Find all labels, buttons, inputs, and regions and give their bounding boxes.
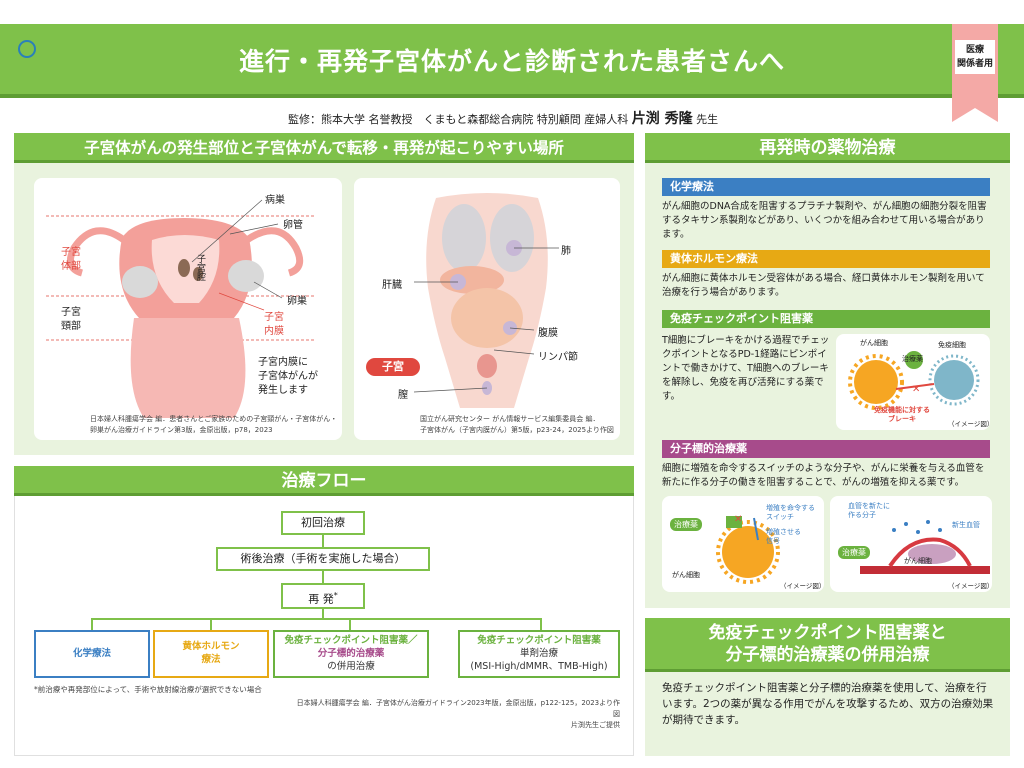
- supervisor-line: 監修：熊本大学 名誉教授 くまもと森都総合病院 特別顧問 産婦人科 片渕 秀隆 …: [0, 108, 1024, 128]
- label-ovary-disease: 病巣: [265, 195, 285, 206]
- body-illustration: [413, 193, 559, 408]
- sites-section-title: 子宮体がんの発生部位と子宮体がんで転移・再発が起こりやすい場所: [14, 133, 634, 163]
- drug-text-chemo: がん細胞のDNA合成を阻害するプラチナ製剤や、がん細胞の細胞分裂を阻害するタキサ…: [662, 201, 987, 240]
- drug-heading-ici: 免疫チェックポイント阻害薬: [662, 310, 990, 328]
- page-title: 進行・再発子宮体がんと診断された患者さんへ: [238, 47, 785, 76]
- label-lung: 肺: [561, 246, 571, 257]
- mt2-molecule-label: 血管を新たに 作る分子: [848, 502, 890, 519]
- flow-option-combo: 免疫チェックポイント阻害薬／ 分子標的治療薬 の併用治療: [273, 630, 429, 678]
- drugs-section-title: 再発時の薬物治療: [645, 133, 1010, 163]
- label-cervix: 子宮 頸部: [61, 307, 81, 332]
- label-uterine-body: 子宮 体部: [61, 247, 81, 272]
- mt-switch-illustration: ✕: [716, 514, 780, 584]
- flow-option-chemo: 化学療法: [34, 630, 150, 678]
- drug-heading-mt: 分子標的治療薬: [662, 440, 990, 458]
- drug-heading-progestin: 黄体ホルモン療法: [662, 250, 990, 268]
- combo-section-title: 免疫チェックポイント阻害薬と 分子標的治療薬の併用治療: [645, 618, 1010, 672]
- body-citation: 国立がん研究センター がん情報サービス編集委員会 編． 子宮体がん（子宮内膜がん…: [420, 415, 614, 434]
- flow-postop-treatment: 術後治療（手術を実施した場合）: [216, 547, 430, 571]
- ribbon-line1: 医療: [965, 45, 984, 55]
- body-card: 肺 肝臓 腹膜 リンパ節 子宮 膣 国立がん研究センター がん情報サービス編集委…: [354, 178, 620, 440]
- supervisor-prefix: 監修：熊本大学 名誉教授 くまもと森都総合病院 特別顧問 産婦人科: [288, 113, 629, 126]
- label-liver: 肝臓: [382, 280, 402, 291]
- flow-footnote: *前治療や再発部位によって、手術や放射線治療が選択できない場合: [34, 685, 262, 694]
- mt1-switch-label: 増殖を命令する スイッチ: [766, 504, 815, 521]
- label-ovary: 卵巣: [287, 296, 307, 307]
- uterus-citation: 日本婦人科腫瘍学会 編．患者さんとご家族のための子宮頸がん・子宮体がん・ 卵巣が…: [90, 415, 338, 434]
- mt2-vessel-label: 新生血管: [952, 521, 980, 529]
- mt2-cancer-label: がん細胞: [904, 557, 932, 565]
- audience-ribbon: 医療 関係者用: [952, 24, 998, 122]
- punch-hole-icon: [18, 40, 36, 58]
- mt1-signal-label: 増殖させる 信号: [766, 528, 801, 545]
- ici-figure: ✕ がん細胞 免疫細胞 治療薬 免疫機能に対する ブレーキ （イメージ図）: [836, 334, 994, 430]
- flow-first-treatment: 初回治療: [281, 511, 365, 535]
- flow-option-progestin: 黄体ホルモン 療法: [153, 630, 269, 678]
- mt1-drug-label: 治療薬: [670, 518, 702, 531]
- drug-text-mt: 細胞に増殖を命令するスイッチのような分子や、がんに栄養を与える血管を新たに作る分…: [662, 463, 985, 488]
- mt1-cancer-label: がん細胞: [672, 571, 700, 579]
- label-tube: 卵管: [283, 220, 303, 231]
- supervisor-name: 片渕 秀隆: [631, 111, 693, 127]
- uterus-note: 子宮内膜に 子宮体がんが 発生します: [258, 357, 318, 396]
- ribbon-line2: 関係者用: [956, 59, 993, 69]
- header-bar: 進行・再発子宮体がんと診断された患者さんへ: [0, 24, 1024, 98]
- combo-title-line1: 免疫チェックポイント阻害薬と: [708, 623, 947, 643]
- flow-section-title: 治療フロー: [14, 466, 634, 496]
- uterus-illustration: [46, 199, 314, 418]
- flow-citation: 日本婦人科腫瘍学会 編．子宮体がん治療ガイドライン2023年版，金原出版，p12…: [296, 699, 620, 729]
- mt-vessel-illustration: [860, 520, 990, 574]
- combo-title-line2: 分子標的治療薬の併用治療: [725, 645, 930, 665]
- drug-text-ici: T細胞にブレーキをかける過程でチェックポイントとなるPD-1経路にピンポイントで…: [662, 335, 830, 402]
- ici-image-note: （イメージ図）: [948, 420, 994, 428]
- mt-figure-1: ✕ 治療薬 増殖を命令する スイッチ 増殖させる 信号 がん細胞 （イメージ図）: [662, 496, 826, 592]
- drug-text-progestin: がん細胞に黄体ホルモン受容体がある場合、経口黄体ホルモン製剤を用いて治療を行う場…: [662, 273, 985, 298]
- mt2-image-note: （イメージ図）: [948, 582, 994, 590]
- label-lymph-node: リンパ節: [538, 352, 578, 363]
- mt1-image-note: （イメージ図）: [780, 582, 826, 590]
- mt-figure-2: 血管を新たに 作る分子 新生血管 治療薬 がん細胞 （イメージ図）: [830, 496, 994, 592]
- ici-drug-label: 治療薬: [902, 355, 923, 363]
- ici-brake-label: 免疫機能に対する ブレーキ: [874, 406, 930, 423]
- ici-illustration: ✕: [848, 351, 980, 410]
- drug-heading-chemo: 化学療法: [662, 178, 990, 196]
- supervisor-honor: 先生: [696, 113, 719, 126]
- flow-option-ici-mono: 免疫チェックポイント阻害薬 単剤治療 (MSI-High/dMMR、TMB-Hi…: [458, 630, 620, 678]
- svg-text:✕: ✕: [734, 514, 742, 525]
- label-endometrium: 子宮 内膜: [264, 312, 284, 337]
- ici-cancer-label: がん細胞: [860, 339, 888, 347]
- recurrence-mark: *: [333, 591, 338, 600]
- combo-text: 免疫チェックポイント阻害薬と分子標的治療薬を使用して、治療を行います。2つの薬が…: [662, 682, 994, 726]
- label-uterine-cavity: 子宮腔: [195, 254, 205, 281]
- label-peritoneum: 腹膜: [538, 328, 558, 339]
- recurrence-label: 再 発: [308, 592, 334, 606]
- flow-recurrence: 再 発*: [281, 583, 365, 609]
- label-uterus-pill: 子宮: [366, 358, 420, 376]
- label-vagina: 膣: [398, 390, 408, 401]
- mt2-drug-label: 治療薬: [838, 546, 870, 559]
- ici-immune-label: 免疫細胞: [938, 341, 966, 349]
- svg-text:✕: ✕: [912, 384, 920, 395]
- uterus-card: 病巣 卵管 子宮 体部 子宮腔 卵巣 子宮 内膜 子宮 頸部 子宮内膜に 子宮体…: [34, 178, 342, 440]
